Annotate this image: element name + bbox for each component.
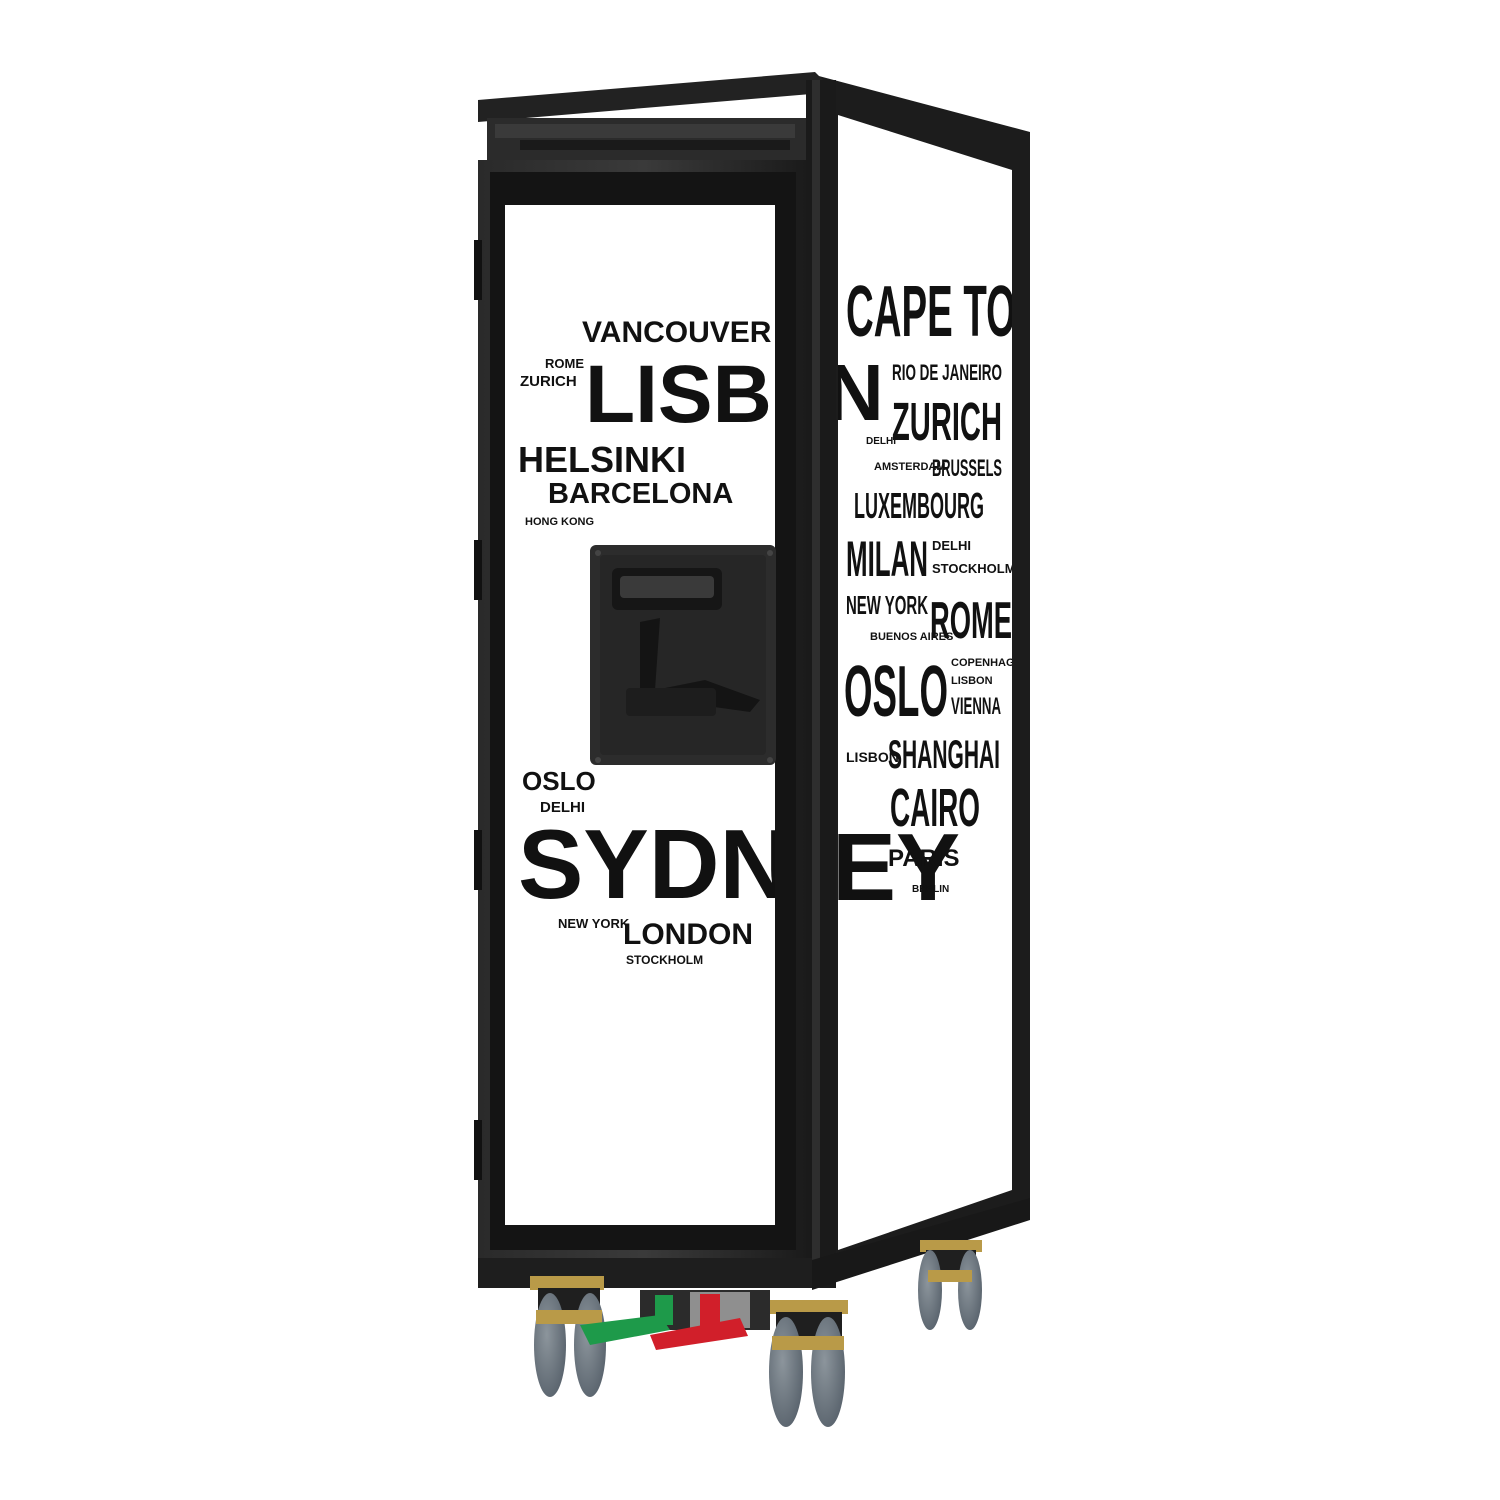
front-city-rome: ROME	[545, 356, 584, 371]
front-city-vancouver: VANCOUVER	[582, 316, 772, 349]
front-city-london: LONDON	[623, 918, 753, 951]
side-city-typography: CAPE TO N RIO DE JANEIRO ZURICH DELHI AM…	[826, 272, 1030, 921]
brake-pedal-red[interactable]	[650, 1318, 748, 1350]
front-city-stockholm: STOCKHOLM	[626, 953, 703, 967]
front-city-zurich: ZURICH	[520, 373, 577, 390]
top-cap	[478, 72, 835, 122]
side-city-copenhagen: COPENHAGEN	[951, 657, 1030, 669]
side-city-lisbon-small: LISBON	[951, 675, 993, 687]
side-city-delhi-small: DELHI	[866, 436, 896, 447]
side-city-milan: MILAN	[846, 531, 928, 587]
front-city-hong-kong: HONG KONG	[525, 516, 594, 528]
front-city-new-york: NEW YORK	[558, 916, 630, 931]
front-city-lisbon: LISB	[585, 349, 772, 440]
brake-pedals[interactable]	[580, 1290, 770, 1350]
front-city-delhi: DELHI	[540, 799, 585, 816]
front-city-sydney: SYDN	[518, 809, 790, 919]
hinge-mid	[474, 540, 482, 600]
hinge-top	[474, 240, 482, 300]
side-city-zurich: ZURICH	[892, 392, 1002, 452]
front-city-barcelona: BARCELONA	[548, 478, 733, 510]
side-city-lisbon: LISBON	[846, 749, 899, 765]
side-city-buenos-aires: BUENOS AIRES	[870, 631, 953, 643]
side-city-shanghai: SHANGHAI	[888, 733, 1000, 777]
caster-wheels	[530, 1240, 982, 1427]
front-city-oslo: OSLO	[522, 766, 596, 796]
front-city-helsinki: HELSINKI	[518, 439, 686, 480]
side-city-cape-town-wrap: N	[826, 348, 884, 437]
side-panel	[838, 115, 1012, 1250]
side-city-cairo: CAIRO	[890, 778, 980, 838]
side-city-sydney-wrap: EY	[832, 814, 960, 921]
side-city-paris: PARIS	[888, 845, 960, 872]
base-plate	[478, 1258, 812, 1288]
corner-post	[806, 80, 836, 1288]
side-city-vienna: VIENNA	[951, 693, 1001, 720]
side-city-oslo: OSLO	[844, 652, 948, 732]
side-city-amsterdam: AMSTERDAM	[874, 461, 946, 473]
front-city-typography: VANCOUVER ROME ZURICH LISB HELSINKI BARC…	[518, 316, 790, 967]
side-city-rome: ROME	[930, 592, 1012, 650]
side-city-cape-town: CAPE TO	[846, 272, 1016, 352]
door-latch[interactable]	[590, 545, 776, 765]
side-city-brussels: BRUSSELS	[932, 455, 1002, 482]
side-city-berlin: BERLIN	[912, 884, 949, 895]
side-city-rio: RIO DE JANEIRO	[892, 360, 1002, 385]
hinge-bottom	[474, 1120, 482, 1180]
side-city-luxembourg: LUXEMBOURG	[854, 485, 984, 526]
hinge-low	[474, 830, 482, 890]
side-city-stockholm: STOCKHOLM	[932, 561, 1016, 576]
side-city-delhi: DELHI	[932, 538, 971, 553]
brake-pedal-green[interactable]	[580, 1315, 670, 1345]
side-city-new-york: NEW YORK	[846, 590, 928, 620]
